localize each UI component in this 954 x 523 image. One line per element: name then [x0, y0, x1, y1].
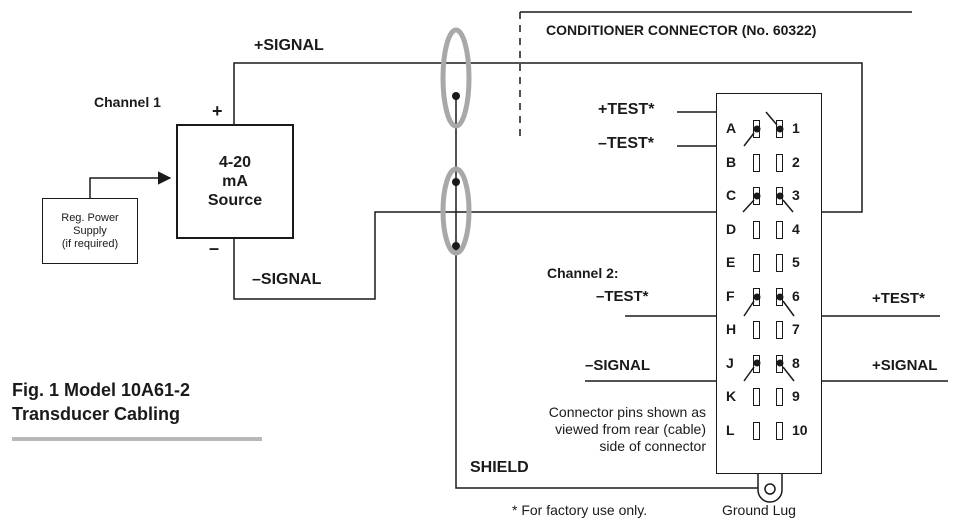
pin-socket-left-8: [753, 354, 760, 373]
pin-socket-left-3: [753, 187, 760, 205]
shield-wire: [455, 96, 762, 489]
plus-signal-wire: [233, 62, 863, 213]
pin-socket-right-4: [776, 220, 783, 239]
pin-socket-right-9: [776, 388, 783, 406]
current-source-box: 4-20 mA Source: [176, 124, 294, 239]
pin-number-9: 9: [792, 388, 800, 404]
shield-junction-1: [452, 92, 460, 100]
pin-socket-left-1: [753, 120, 760, 138]
ch2-minus-test-label: –TEST*: [596, 288, 649, 305]
pin-letter-l: L: [726, 421, 735, 438]
pin-socket-left-7: [753, 321, 760, 339]
pin-letter-b: B: [726, 153, 737, 170]
connector-note: Connector pins shown as viewed from rear…: [500, 404, 706, 455]
pin-socket-right-8: [776, 354, 783, 373]
source-line-3: Source: [207, 192, 263, 209]
pin-letter-d: D: [726, 220, 737, 237]
connector-title: CONDITIONER CONNECTOR (No. 60322): [546, 22, 817, 38]
ch1-plus-signal-label: +SIGNAL: [254, 37, 324, 54]
shield-junction-3: [452, 242, 460, 250]
psu-line-3: (if required): [61, 237, 119, 250]
pin-letter-k: K: [726, 388, 737, 404]
pin-socket-left-6: [753, 287, 760, 306]
power-supply-box: Reg. Power Supply (if required): [42, 198, 138, 264]
pin-socket-left-2: [753, 153, 760, 172]
pin-number-8: 8: [792, 354, 800, 371]
source-line-2: mA: [222, 173, 248, 190]
figure-caption-line-1: Fig. 1 Model 10A61-2: [12, 380, 191, 400]
pin-socket-left-10: [753, 421, 760, 440]
shield-junction-2: [452, 178, 460, 186]
pin-number-7: 7: [792, 321, 800, 337]
figure-caption: Fig. 1 Model 10A61-2 Transducer Cabling: [12, 378, 190, 426]
ch1-minus-signal-label: –SIGNAL: [252, 271, 322, 288]
ch1-minus-test-label: –TEST*: [598, 135, 655, 152]
pin-socket-right-5: [776, 254, 783, 272]
pin-socket-right-10: [776, 421, 783, 440]
pin-socket-left-5: [753, 254, 760, 272]
plus-terminal-label: +: [212, 101, 223, 121]
ground-lug-label: Ground Lug: [722, 502, 796, 518]
pin-number-10: 10: [792, 421, 808, 438]
pin-letter-c: C: [726, 187, 737, 203]
note-line-3: side of connector: [599, 438, 706, 454]
pin-letter-h: H: [726, 321, 737, 337]
pin-socket-right-7: [776, 321, 783, 339]
pin-letter-e: E: [726, 254, 736, 270]
pin-number-2: 2: [792, 153, 800, 170]
note-line-1: Connector pins shown as: [548, 404, 706, 420]
shield-ring-upper: [440, 27, 472, 129]
note-line-2: viewed from rear (cable): [555, 421, 706, 437]
pin-socket-left-4: [753, 220, 760, 239]
shield-ring-lower: [440, 166, 472, 256]
psu-line-2: Supply: [73, 224, 107, 237]
minus-signal-wire: [233, 211, 743, 300]
pin-letter-f: F: [726, 287, 735, 304]
pin-number-3: 3: [792, 187, 800, 203]
figure-caption-rule: [12, 437, 262, 441]
channel-2-label: Channel 2:: [547, 265, 619, 281]
figure-caption-line-2: Transducer Cabling: [12, 404, 181, 424]
pin-number-6: 6: [792, 287, 800, 304]
pin-number-4: 4: [792, 220, 800, 237]
pin-socket-right-6: [776, 287, 783, 306]
ch1-plus-test-label: +TEST*: [598, 101, 655, 118]
ch2-plus-test-label: +TEST*: [872, 290, 925, 307]
psu-line-1: Reg. Power: [61, 211, 119, 224]
pin-letter-a: A: [726, 120, 737, 136]
power-supply-arrow: [89, 171, 172, 198]
pin-socket-left-9: [753, 388, 760, 406]
ground-lug-hole: [764, 483, 776, 495]
ch2-minus-signal-label: –SIGNAL: [585, 357, 651, 374]
ch2-plus-signal-label: +SIGNAL: [872, 357, 938, 374]
pin-socket-right-1: [776, 120, 783, 138]
channel-1-label: Channel 1: [94, 94, 161, 110]
shield-label: SHIELD: [470, 459, 529, 476]
pin-socket-right-2: [776, 153, 783, 172]
minus-terminal-label: –: [209, 238, 220, 258]
ground-lug: [757, 474, 783, 503]
pin-number-1: 1: [792, 120, 800, 136]
connector-housing: [716, 93, 822, 474]
pin-number-5: 5: [792, 254, 800, 270]
pin-letter-j: J: [726, 354, 734, 371]
pin-socket-right-3: [776, 187, 783, 205]
footnote: * For factory use only.: [512, 502, 648, 518]
source-line-1: 4-20: [218, 154, 252, 171]
